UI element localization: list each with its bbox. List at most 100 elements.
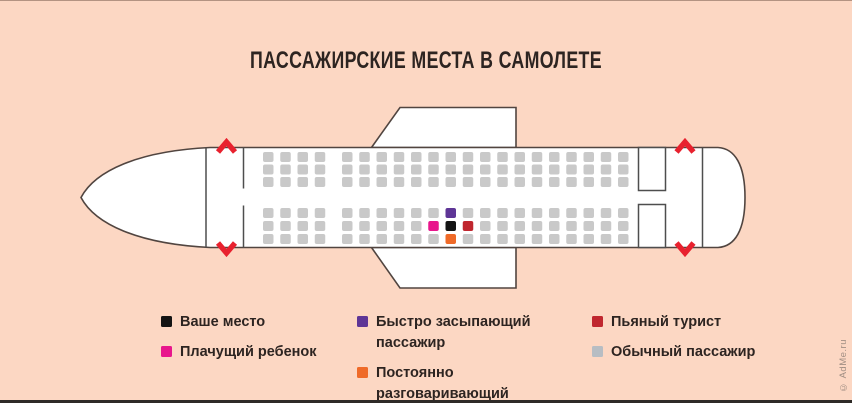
legend-item-label: Постоянно разговаривающий пассажир bbox=[376, 365, 509, 402]
seat bbox=[428, 177, 439, 187]
seat bbox=[314, 164, 326, 175]
exit-arrow-icon bbox=[674, 241, 696, 258]
exit-arrow-icon bbox=[215, 241, 238, 258]
seat bbox=[462, 164, 474, 175]
seat bbox=[480, 152, 491, 162]
watermark-credit: © AdMe.ru bbox=[838, 339, 849, 393]
legend-item-label: Плачущий ребенок bbox=[180, 344, 317, 360]
seat bbox=[411, 164, 422, 175]
seat bbox=[480, 177, 491, 187]
seat bbox=[531, 208, 543, 218]
seat bbox=[280, 164, 291, 175]
seat bbox=[531, 152, 543, 162]
legend-item-normal-passenger: Обычный пассажир bbox=[592, 342, 792, 363]
seat bbox=[549, 208, 560, 218]
seat bbox=[514, 221, 525, 231]
seat bbox=[480, 221, 491, 231]
seat bbox=[297, 221, 308, 231]
seat bbox=[497, 208, 508, 218]
seat bbox=[583, 221, 594, 231]
interior-partitions bbox=[205, 146, 704, 249]
seat bbox=[514, 164, 525, 175]
seat bbox=[428, 208, 439, 218]
seat bbox=[280, 177, 291, 187]
legend-column: Ваше место Плачущий ребенок bbox=[161, 312, 361, 372]
seat bbox=[297, 234, 308, 244]
seat bbox=[514, 177, 525, 187]
seat bbox=[618, 234, 629, 244]
seat bbox=[566, 234, 577, 244]
seat bbox=[583, 234, 594, 244]
seat bbox=[411, 177, 422, 187]
seat bbox=[618, 221, 629, 231]
rear-galley-top bbox=[637, 146, 667, 192]
seat bbox=[462, 152, 474, 162]
seat bbox=[376, 221, 387, 231]
seat bbox=[549, 164, 560, 175]
seat bbox=[531, 234, 543, 244]
seat bbox=[411, 234, 422, 244]
seat bbox=[462, 177, 474, 187]
legend-color-swatch bbox=[357, 316, 368, 327]
seat bbox=[393, 152, 405, 162]
seat bbox=[583, 152, 594, 162]
legend-column: Быстро засыпающий пассажир Постоянно раз… bbox=[357, 312, 582, 402]
seat bbox=[531, 177, 543, 187]
seat bbox=[280, 208, 291, 218]
seat-your bbox=[445, 221, 456, 231]
seat bbox=[600, 234, 612, 244]
seat bbox=[342, 221, 353, 231]
seat bbox=[280, 234, 291, 244]
seat bbox=[376, 234, 387, 244]
seat bbox=[342, 152, 353, 162]
seat bbox=[393, 208, 405, 218]
seat bbox=[297, 208, 308, 218]
seat bbox=[566, 208, 577, 218]
seat bbox=[497, 234, 508, 244]
seat bbox=[566, 221, 577, 231]
seat bbox=[583, 164, 594, 175]
seat bbox=[600, 164, 612, 175]
seat bbox=[342, 208, 353, 218]
seat bbox=[411, 221, 422, 231]
seat bbox=[549, 152, 560, 162]
seat bbox=[263, 208, 274, 218]
legend-item-drunk-tourist: Пьяный турист bbox=[592, 312, 792, 333]
seat bbox=[314, 208, 326, 218]
seat bbox=[297, 164, 308, 175]
seat bbox=[480, 164, 491, 175]
seat bbox=[428, 164, 439, 175]
legend-color-swatch bbox=[592, 346, 603, 357]
seat bbox=[618, 208, 629, 218]
seat bbox=[514, 152, 525, 162]
seat bbox=[462, 234, 474, 244]
seat-grid bbox=[263, 152, 629, 244]
seat-sleeping bbox=[445, 208, 456, 218]
seat bbox=[583, 208, 594, 218]
seat bbox=[393, 177, 405, 187]
seat bbox=[445, 177, 456, 187]
seat-talking bbox=[445, 234, 456, 244]
seat bbox=[297, 152, 308, 162]
seat bbox=[497, 221, 508, 231]
seat bbox=[297, 177, 308, 187]
seat bbox=[445, 152, 456, 162]
exit-arrows bbox=[215, 137, 696, 258]
seat bbox=[531, 221, 543, 231]
legend-item-talking-passenger: Постоянно разговаривающий пассажир bbox=[357, 363, 582, 402]
seat bbox=[376, 152, 387, 162]
seat bbox=[263, 177, 274, 187]
seat bbox=[411, 152, 422, 162]
seat bbox=[480, 208, 491, 218]
seat bbox=[618, 177, 629, 187]
legend-color-swatch bbox=[357, 367, 368, 378]
seat bbox=[359, 152, 370, 162]
seat bbox=[280, 221, 291, 231]
legend-color-swatch bbox=[161, 346, 172, 357]
seat bbox=[263, 221, 274, 231]
seat bbox=[342, 164, 353, 175]
seat-drunk bbox=[462, 221, 474, 231]
